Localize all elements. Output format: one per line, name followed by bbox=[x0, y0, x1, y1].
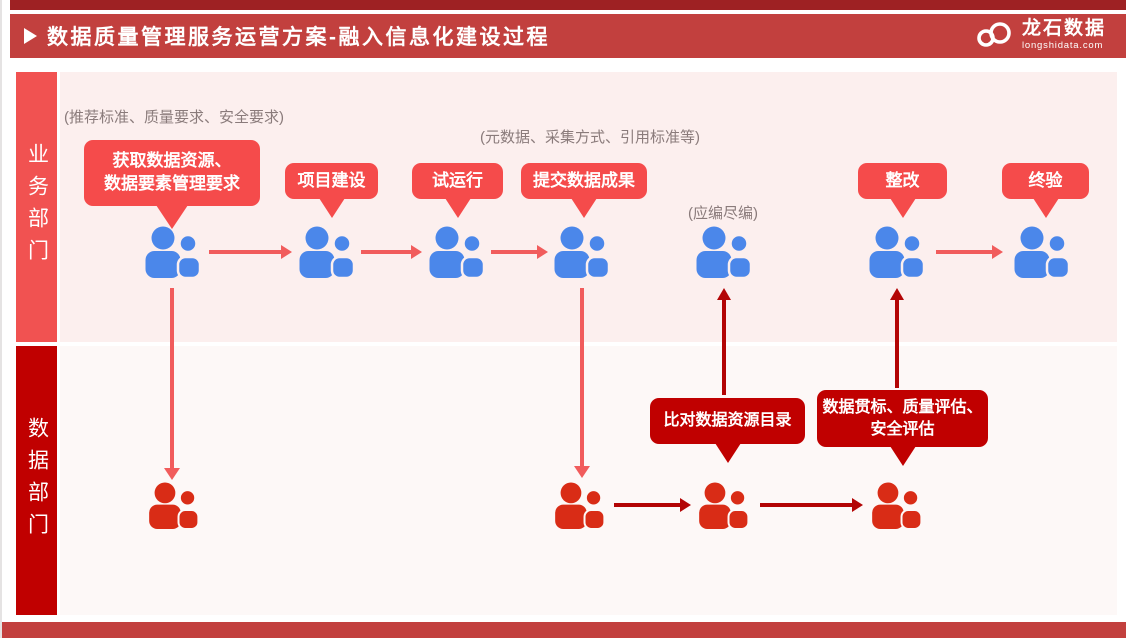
arrow-data-2-3 bbox=[614, 498, 691, 511]
brand-logo: 龙石数据 longshidata.com bbox=[973, 18, 1106, 52]
arrow-data-3-4 bbox=[760, 498, 863, 511]
data-lane-panel bbox=[60, 346, 1117, 615]
title-bar: 数据质量管理服务运营方案-融入信息化建设过程 龙石数据 longshidata.… bbox=[10, 14, 1126, 58]
people-icon-data-2 bbox=[552, 482, 608, 530]
people-icon-business-4 bbox=[551, 226, 613, 280]
callout-acquire-line2: 数据要素管理要求 bbox=[104, 174, 240, 193]
arrow-business-1-2 bbox=[209, 245, 292, 258]
callout-final: 终验 bbox=[1002, 163, 1089, 218]
arrow-down-acquire bbox=[164, 288, 180, 480]
people-icon-business-6 bbox=[866, 226, 928, 280]
brand-domain: longshidata.com bbox=[1021, 40, 1104, 52]
note-compile: (应编尽编) bbox=[688, 205, 758, 222]
people-icon-data-3 bbox=[696, 482, 752, 530]
lane-label-business-text: 业务部门 bbox=[25, 143, 49, 271]
callout-trial: 试运行 bbox=[412, 163, 503, 218]
lane-label-data: 数据部门 bbox=[16, 346, 57, 615]
longshi-swirl-icon bbox=[977, 22, 1011, 47]
brand-logo-text: 龙石数据 longshidata.com bbox=[1022, 19, 1106, 51]
people-icon-business-1 bbox=[142, 226, 204, 280]
callout-acquire-line1: 获取数据资源、 bbox=[112, 151, 232, 171]
arrow-business-3-4 bbox=[491, 245, 548, 258]
note-standards: (推荐标准、质量要求、安全要求) bbox=[64, 109, 284, 126]
callout-assess: 数据贯标、质量评估、 安全评估 bbox=[817, 390, 988, 466]
people-icon-business-3 bbox=[426, 226, 488, 280]
callout-rectify: 整改 bbox=[858, 163, 947, 218]
callout-compare: 比对数据资源目录 bbox=[650, 398, 805, 463]
brand-name: 龙石数据 bbox=[1021, 18, 1106, 40]
lane-label-data-text: 数据部门 bbox=[25, 416, 49, 545]
note-metadata: (元数据、采集方式、引用标准等) bbox=[480, 129, 700, 146]
arrow-down-submit bbox=[574, 288, 590, 478]
arrow-up-assess bbox=[889, 288, 904, 388]
page-title: 数据质量管理服务运营方案-融入信息化建设过程 bbox=[47, 26, 550, 49]
callout-acquire: 获取数据资源、 数据要素管理要求 bbox=[84, 140, 260, 229]
top-accent-strip bbox=[10, 0, 1126, 10]
people-icon-business-7 bbox=[1011, 226, 1073, 280]
callout-assess-line1: 数据贯标、质量评估、 bbox=[822, 398, 983, 416]
people-icon-data-1 bbox=[146, 482, 202, 530]
arrow-up-compare bbox=[716, 288, 731, 395]
people-icon-data-4 bbox=[869, 482, 925, 530]
play-triangle-icon bbox=[24, 28, 37, 44]
arrow-business-6-7 bbox=[936, 245, 1003, 258]
people-icon-business-2 bbox=[296, 226, 358, 280]
arrow-business-2-3 bbox=[361, 245, 422, 258]
lane-label-business: 业务部门 bbox=[16, 72, 57, 342]
callout-project: 项目建设 bbox=[285, 163, 378, 218]
callout-submit: 提交数据成果 bbox=[521, 163, 647, 218]
footer-bar bbox=[2, 622, 1126, 638]
callout-assess-line2: 安全评估 bbox=[870, 420, 935, 438]
people-icon-business-5 bbox=[693, 226, 755, 280]
